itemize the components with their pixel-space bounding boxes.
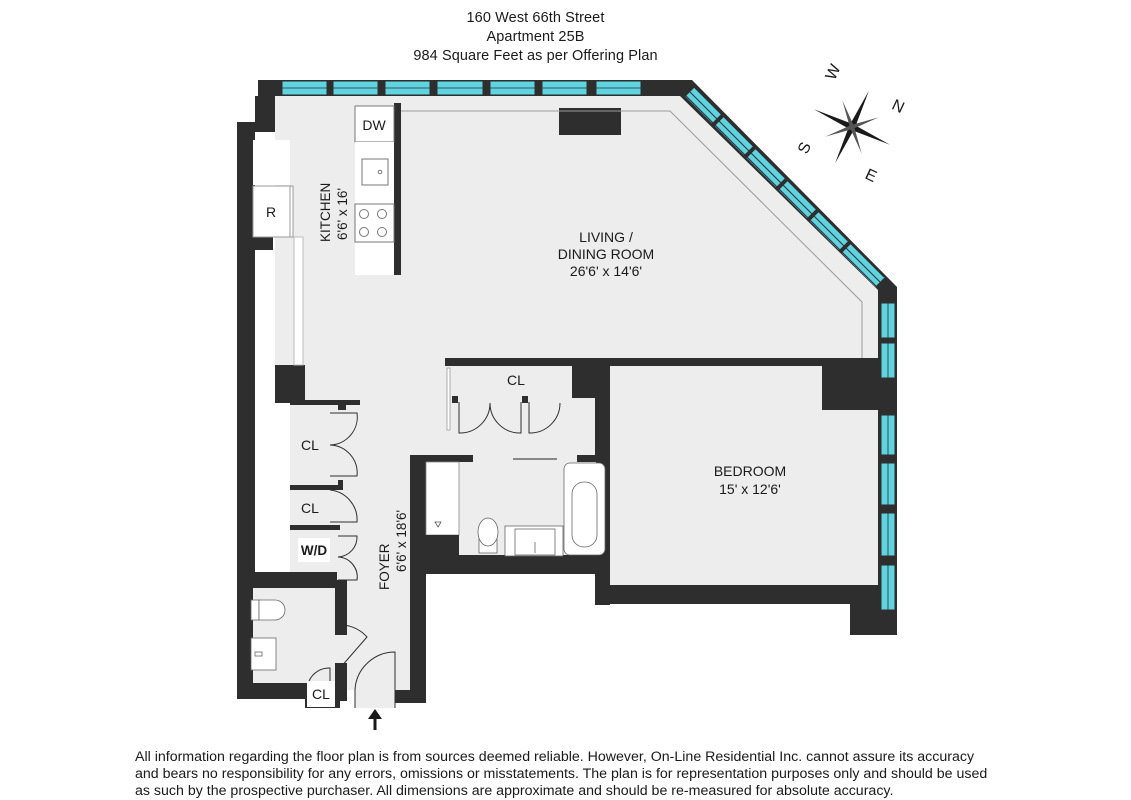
living-trim (401, 110, 863, 358)
compass-e: E (862, 166, 879, 186)
bedroom-size: 15' x 12'6' (719, 481, 781, 497)
refrigerator (252, 185, 294, 238)
pantry-strip (293, 236, 304, 366)
living-name-2: DINING ROOM (558, 246, 654, 262)
entry-door (354, 651, 396, 708)
entry-arrow-icon (368, 709, 382, 730)
living-name-1: LIVING / (579, 229, 633, 245)
bedroom-floor-ext (822, 410, 878, 585)
washer-dryer-label: W/D (301, 543, 327, 558)
compass-s: S (795, 140, 815, 157)
unit-title: Apartment 25B (486, 29, 585, 45)
bedroom-label: BEDROOM 15' x 12'6' (714, 463, 786, 497)
foyer-name: FOYER (377, 543, 392, 590)
bathtub-icon (563, 462, 606, 556)
closet-foyer-2-label: CL (301, 500, 319, 516)
disclaimer-line-3: as such by the prospective purchaser. Al… (135, 783, 894, 799)
door-swing-icon (329, 412, 358, 446)
stove-icon (354, 203, 395, 243)
fridge-space (253, 140, 290, 185)
kitchen-fixtures: DW R KITCHEN 6'6' x 16' (252, 105, 395, 366)
windows (281, 80, 896, 611)
compass-rose-icon: W N S E (795, 61, 907, 186)
faucet-icon (377, 169, 383, 175)
washer-dryer (298, 538, 330, 562)
compass-n: N (889, 97, 907, 117)
bedroom-floor (610, 366, 822, 585)
foyer-closets: CL CL W/D FOYER 6'6' x 18'6' (298, 412, 409, 590)
kitchen-size: 6'6' x 16' (335, 188, 350, 240)
area-title: 984 Square Feet as per Offering Plan (413, 48, 658, 64)
sink-icon (361, 158, 389, 186)
living-closet: CL (446, 367, 561, 434)
sink-icon (250, 637, 277, 671)
refrigerator-label: R (266, 204, 276, 220)
kitchen-name: KITCHEN (318, 183, 333, 242)
door-swing-icon (458, 402, 491, 434)
linen-closet (425, 461, 460, 536)
living-room-label: LIVING / DINING ROOM 26'6' x 14'6' (558, 229, 654, 279)
dishwasher (354, 105, 395, 143)
closet-foyer-1-label: CL (301, 437, 319, 453)
compass-w: W (823, 61, 845, 83)
door-swing-icon (336, 624, 368, 669)
closet-living-label: CL (507, 372, 525, 388)
foyer-size: 6'6' x 18'6' (394, 510, 409, 572)
bedroom-name: BEDROOM (714, 463, 786, 479)
disclaimer-line-2: and bears no responsibility for any erro… (135, 766, 988, 782)
disclaimer-line-1: All information regarding the floor plan… (135, 749, 975, 765)
powder-room: CL (250, 599, 396, 730)
plan-header: 160 West 66th Street Apartment 25B 984 S… (0, 9, 1071, 66)
toilet-icon (477, 517, 499, 554)
bathroom (410, 458, 606, 557)
water-heater-icon (434, 521, 442, 528)
dishwasher-label: DW (362, 117, 386, 133)
interior-walls (290, 103, 878, 542)
entry-closet (307, 681, 335, 707)
vanity-icon (504, 525, 564, 557)
sliding-door (446, 367, 451, 431)
toilet-icon (250, 599, 286, 621)
closet-entry-label: CL (312, 686, 330, 702)
disclaimer: All information regarding the floor plan… (135, 749, 1075, 800)
address-title: 160 West 66th Street (466, 10, 605, 26)
living-size: 26'6' x 14'6' (570, 263, 642, 279)
